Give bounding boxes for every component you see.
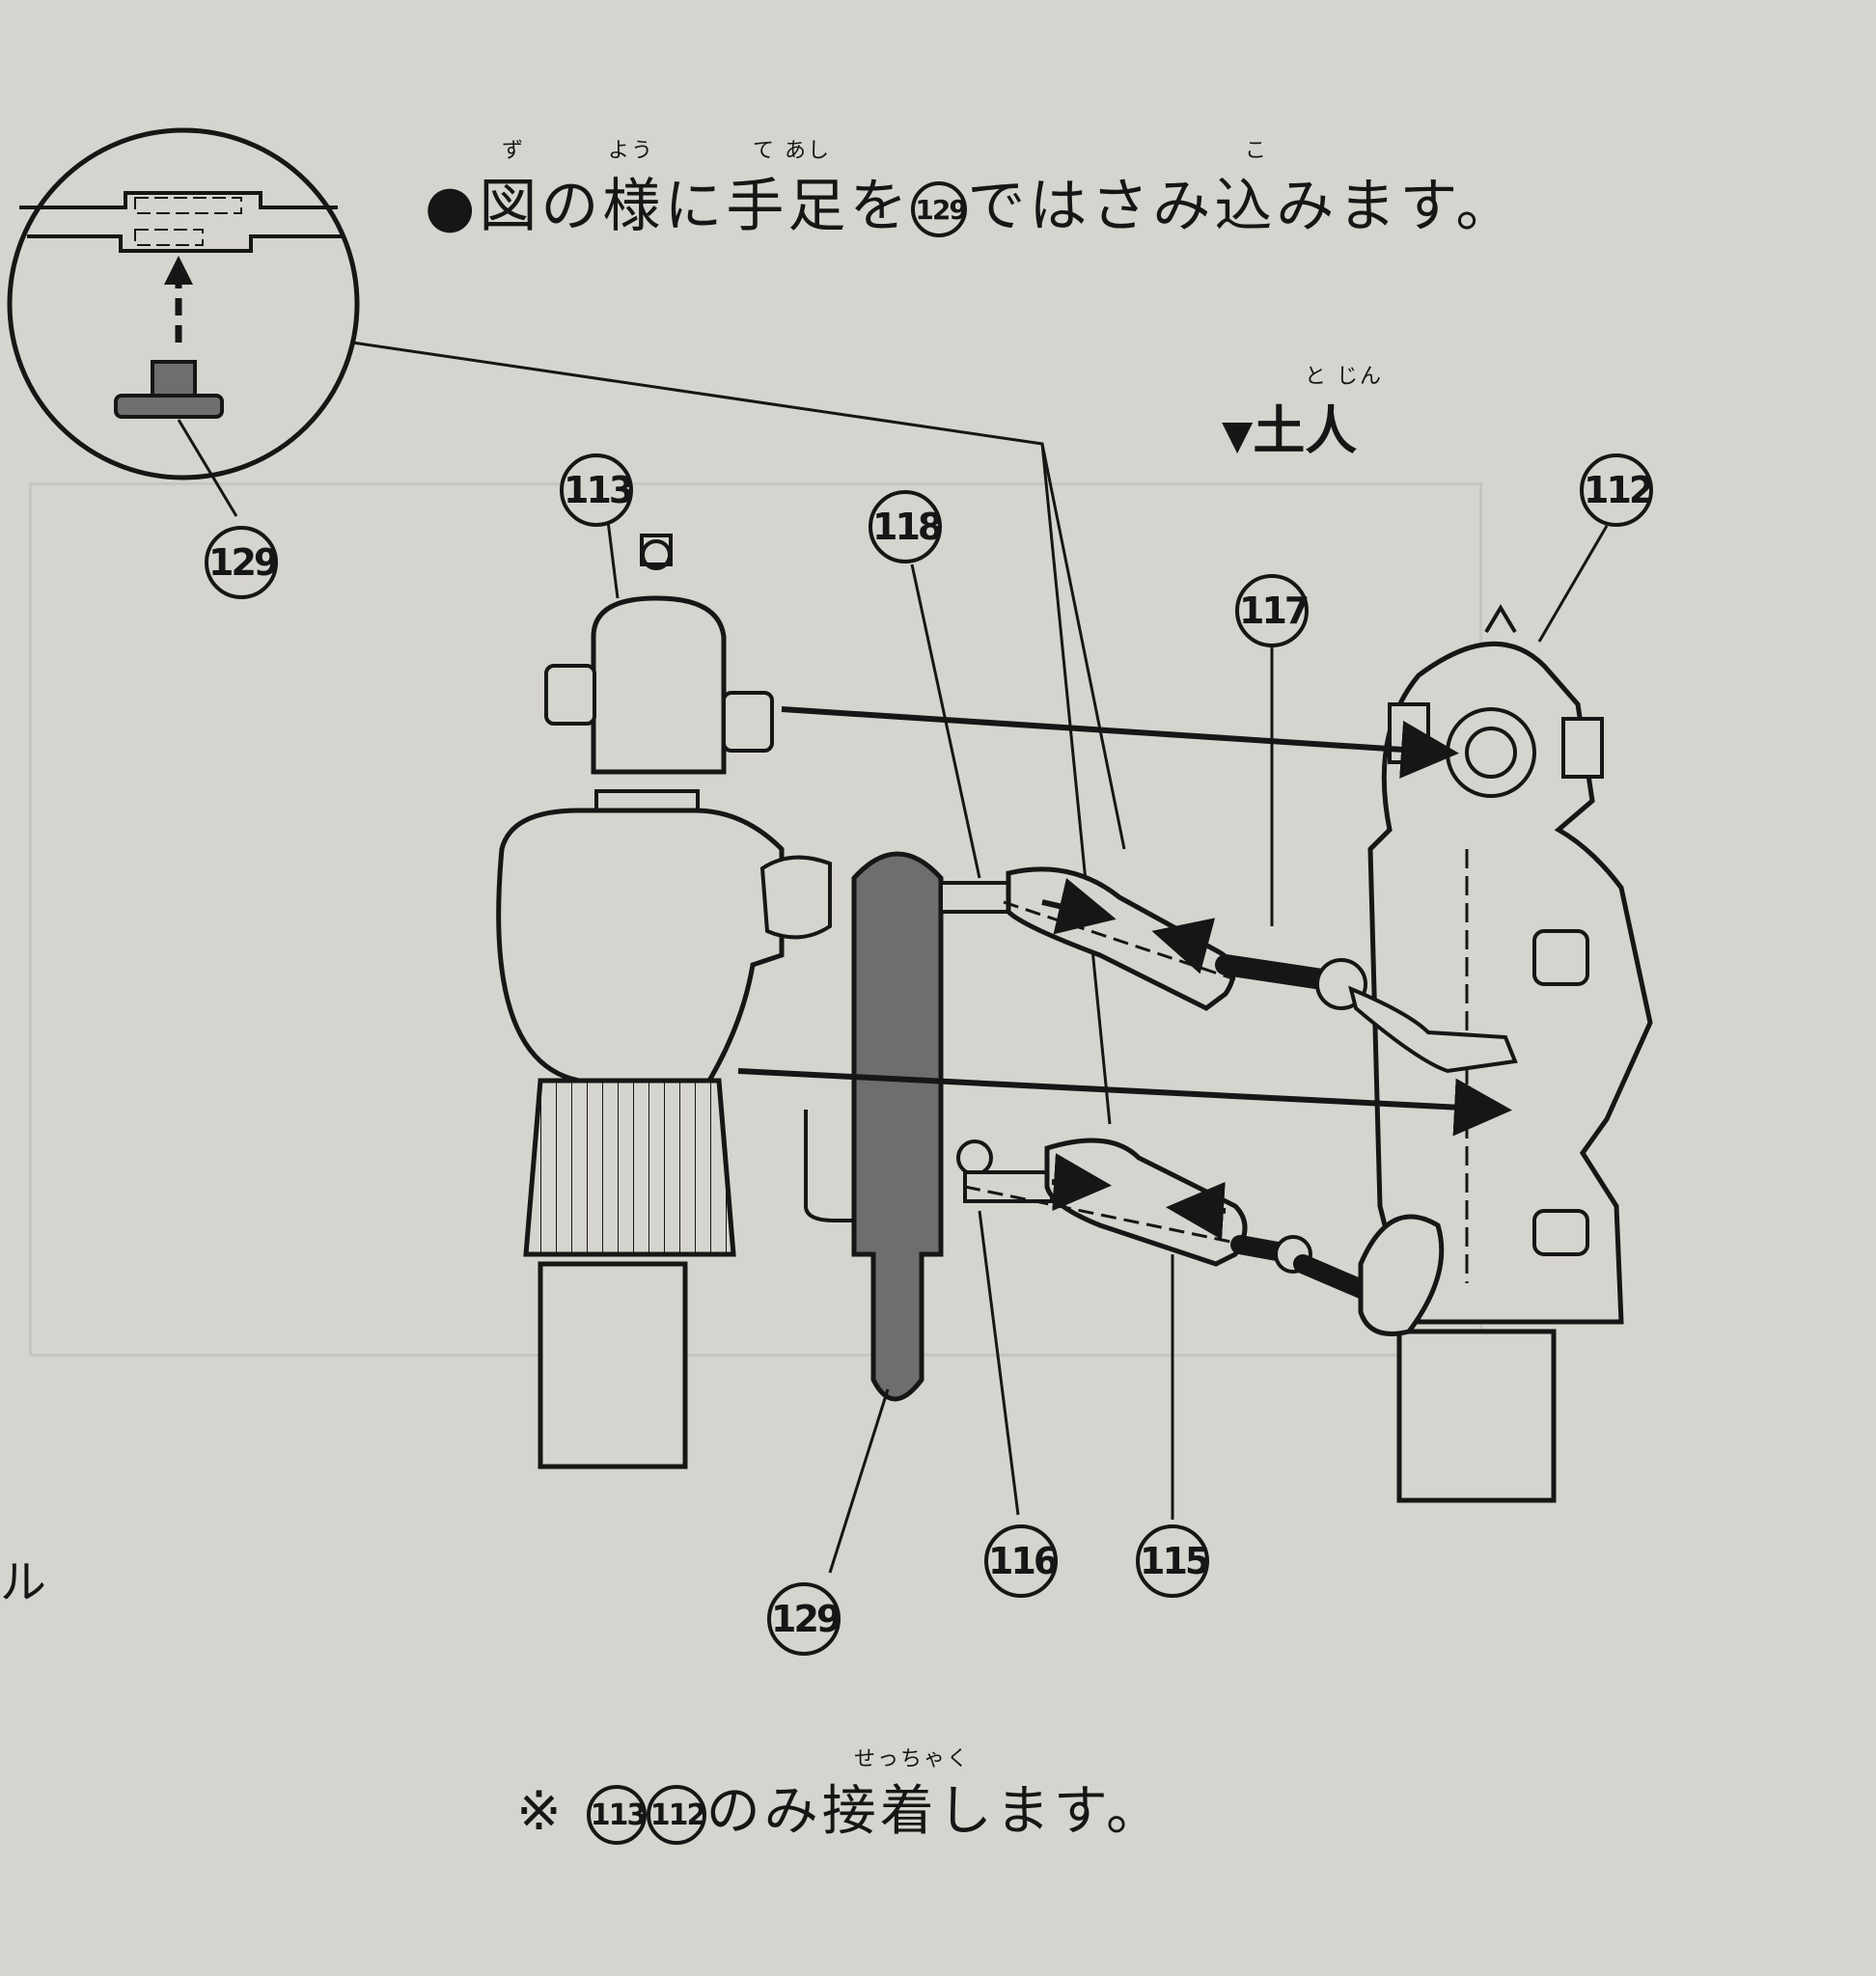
label-thigh-116: 116 bbox=[984, 1524, 1059, 1598]
footer-mark: ※ bbox=[516, 1780, 566, 1843]
label-board-129: 129 bbox=[767, 1582, 841, 1656]
label-inset-129: 129 bbox=[205, 526, 279, 599]
leg-insert-arrow-2 bbox=[1166, 1181, 1227, 1240]
header-ref-circle: 129 bbox=[911, 181, 968, 238]
footer-ruby: せっちゃく bbox=[854, 1747, 971, 1771]
header-bullet: ● bbox=[425, 173, 480, 240]
ruby-komi: こ bbox=[1245, 139, 1269, 163]
ruby-teashi: て あし bbox=[753, 139, 831, 163]
leader-inset-lower bbox=[1040, 443, 1112, 1125]
section-ruby: と じん bbox=[1305, 365, 1383, 389]
label-forearm-117: 117 bbox=[1235, 574, 1310, 647]
body-join-arrow bbox=[737, 1068, 1512, 1137]
part-113-head bbox=[544, 534, 774, 832]
arm-insert-arrow-2 bbox=[1151, 918, 1216, 974]
label-upper-arm-118: 118 bbox=[869, 490, 943, 563]
part-116-115-leg bbox=[956, 1138, 1445, 1336]
footer-text: のみ接着します。 bbox=[705, 1780, 1165, 1843]
header-text-2: ではさみ込みます。 bbox=[967, 173, 1518, 240]
leg-insert-arrow-1 bbox=[1051, 1153, 1112, 1212]
footer-ref-113: 113 bbox=[586, 1784, 647, 1845]
ruby-you: よう bbox=[608, 139, 655, 163]
part-113-torso bbox=[496, 808, 832, 1469]
edge-fragment: ル bbox=[0, 1555, 47, 1609]
part-129-board bbox=[804, 851, 944, 1402]
header-text: 図の様に手足を bbox=[479, 173, 912, 240]
label-head-113: 113 bbox=[560, 453, 634, 527]
label-shin-115: 115 bbox=[1136, 1524, 1210, 1598]
leader-inset-upper bbox=[351, 341, 1126, 850]
head-join-arrow bbox=[781, 706, 1459, 779]
section-title: ▼土人 bbox=[1222, 388, 1357, 464]
section-marker: ▼ bbox=[1222, 411, 1254, 458]
detail-inset bbox=[7, 127, 360, 517]
part-112-body bbox=[1367, 604, 1653, 1503]
footer-ref-112: 112 bbox=[646, 1784, 706, 1845]
arm-insert-arrow-1 bbox=[1041, 877, 1117, 935]
ruby-zu: ず bbox=[502, 139, 526, 163]
label-body-112: 112 bbox=[1580, 453, 1654, 527]
section-title-text: 土人 bbox=[1253, 400, 1358, 461]
